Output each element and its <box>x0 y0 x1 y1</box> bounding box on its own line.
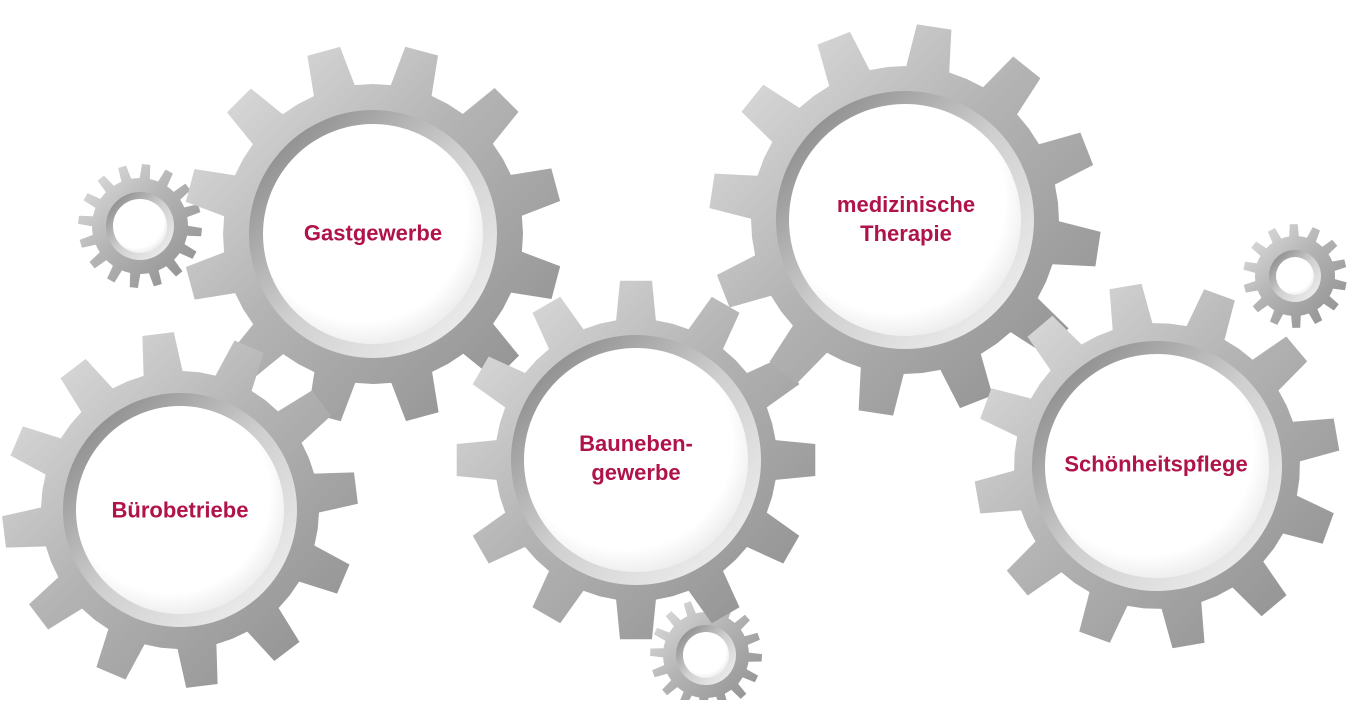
gear-baunebengewerbe <box>456 280 816 640</box>
gear-hub <box>1045 354 1269 578</box>
gear-hub <box>524 348 748 572</box>
gear-hub <box>683 632 729 678</box>
gear-buerobetriebe <box>2 332 358 688</box>
gear-hub <box>263 124 483 344</box>
gear-schoenheitspflege <box>974 283 1340 649</box>
gear-hub <box>789 104 1021 336</box>
small-gear-right <box>1243 224 1347 328</box>
gear-gastgewerbe <box>185 46 561 422</box>
gear-hub <box>76 406 284 614</box>
gear-medizinische-therapie <box>709 24 1101 416</box>
small-gear-left <box>78 164 202 288</box>
gear-hub <box>113 199 167 253</box>
small-gear-bottom <box>650 599 762 705</box>
gear-hub <box>1276 257 1314 295</box>
